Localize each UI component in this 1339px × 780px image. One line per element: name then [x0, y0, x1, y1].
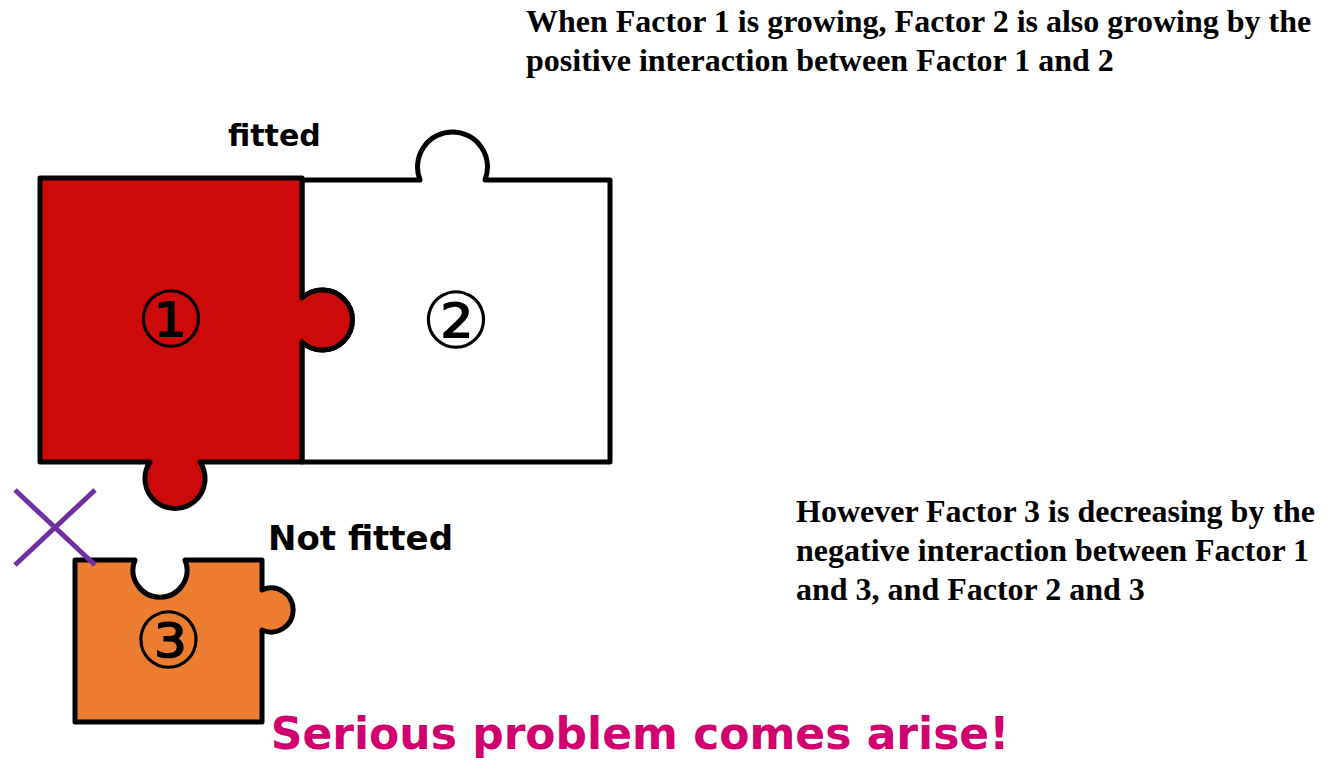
fit-label: fitted	[228, 118, 321, 153]
cross-mark	[15, 490, 95, 565]
piece-number: ②	[421, 282, 491, 360]
puzzle-piece: ①	[40, 178, 302, 462]
fit-label: Not fitted	[268, 518, 453, 558]
puzzle-piece-outline	[40, 178, 352, 509]
piece-number: ③	[134, 602, 204, 680]
note-text: However Factor 3 is decreasing by the ne…	[796, 492, 1334, 609]
warning-text: Serious problem comes arise!	[271, 708, 1009, 759]
piece-number: ①	[136, 281, 206, 359]
note-text: When Factor 1 is growing, Factor 2 is al…	[526, 2, 1334, 80]
puzzle-piece: ③	[75, 560, 262, 722]
puzzle-piece-outline	[302, 132, 610, 462]
puzzle-piece: ②	[302, 180, 610, 462]
puzzle-piece-outline	[75, 560, 293, 722]
cross-mark	[15, 490, 95, 565]
